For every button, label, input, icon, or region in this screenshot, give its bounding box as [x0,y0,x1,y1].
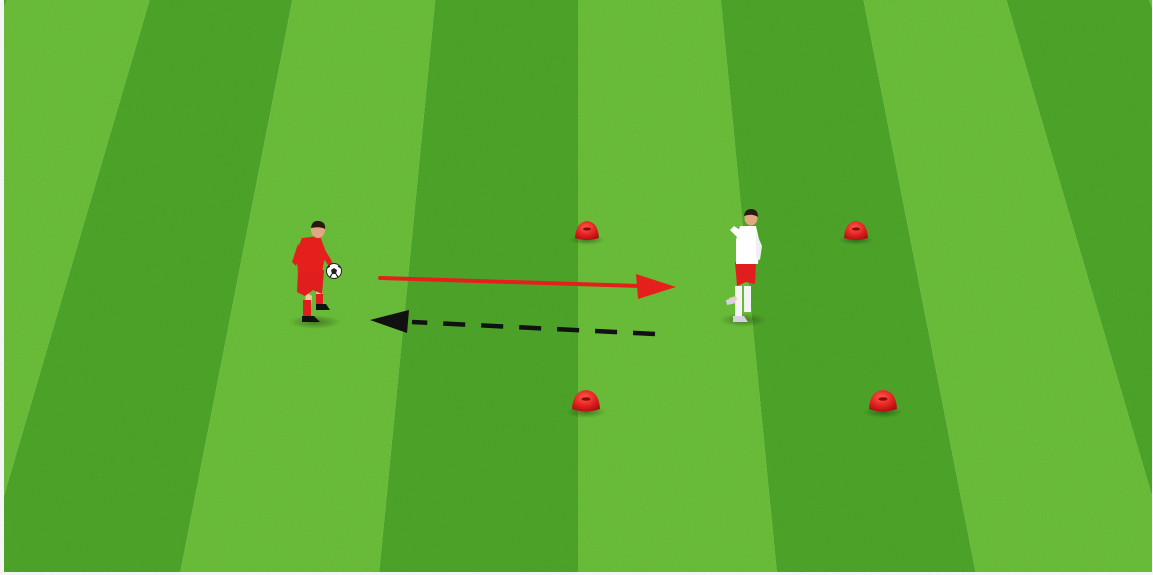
player-server [289,220,341,329]
cone-bottom-left [566,390,606,418]
cone-top-left [569,221,605,245]
return-pass-arrow [370,310,656,337]
soccer-ball-icon [326,263,342,279]
player-receiver [719,209,767,327]
pass-arrow [378,274,676,299]
cone-bottom-right [863,390,903,418]
cone-top-right [838,221,874,245]
